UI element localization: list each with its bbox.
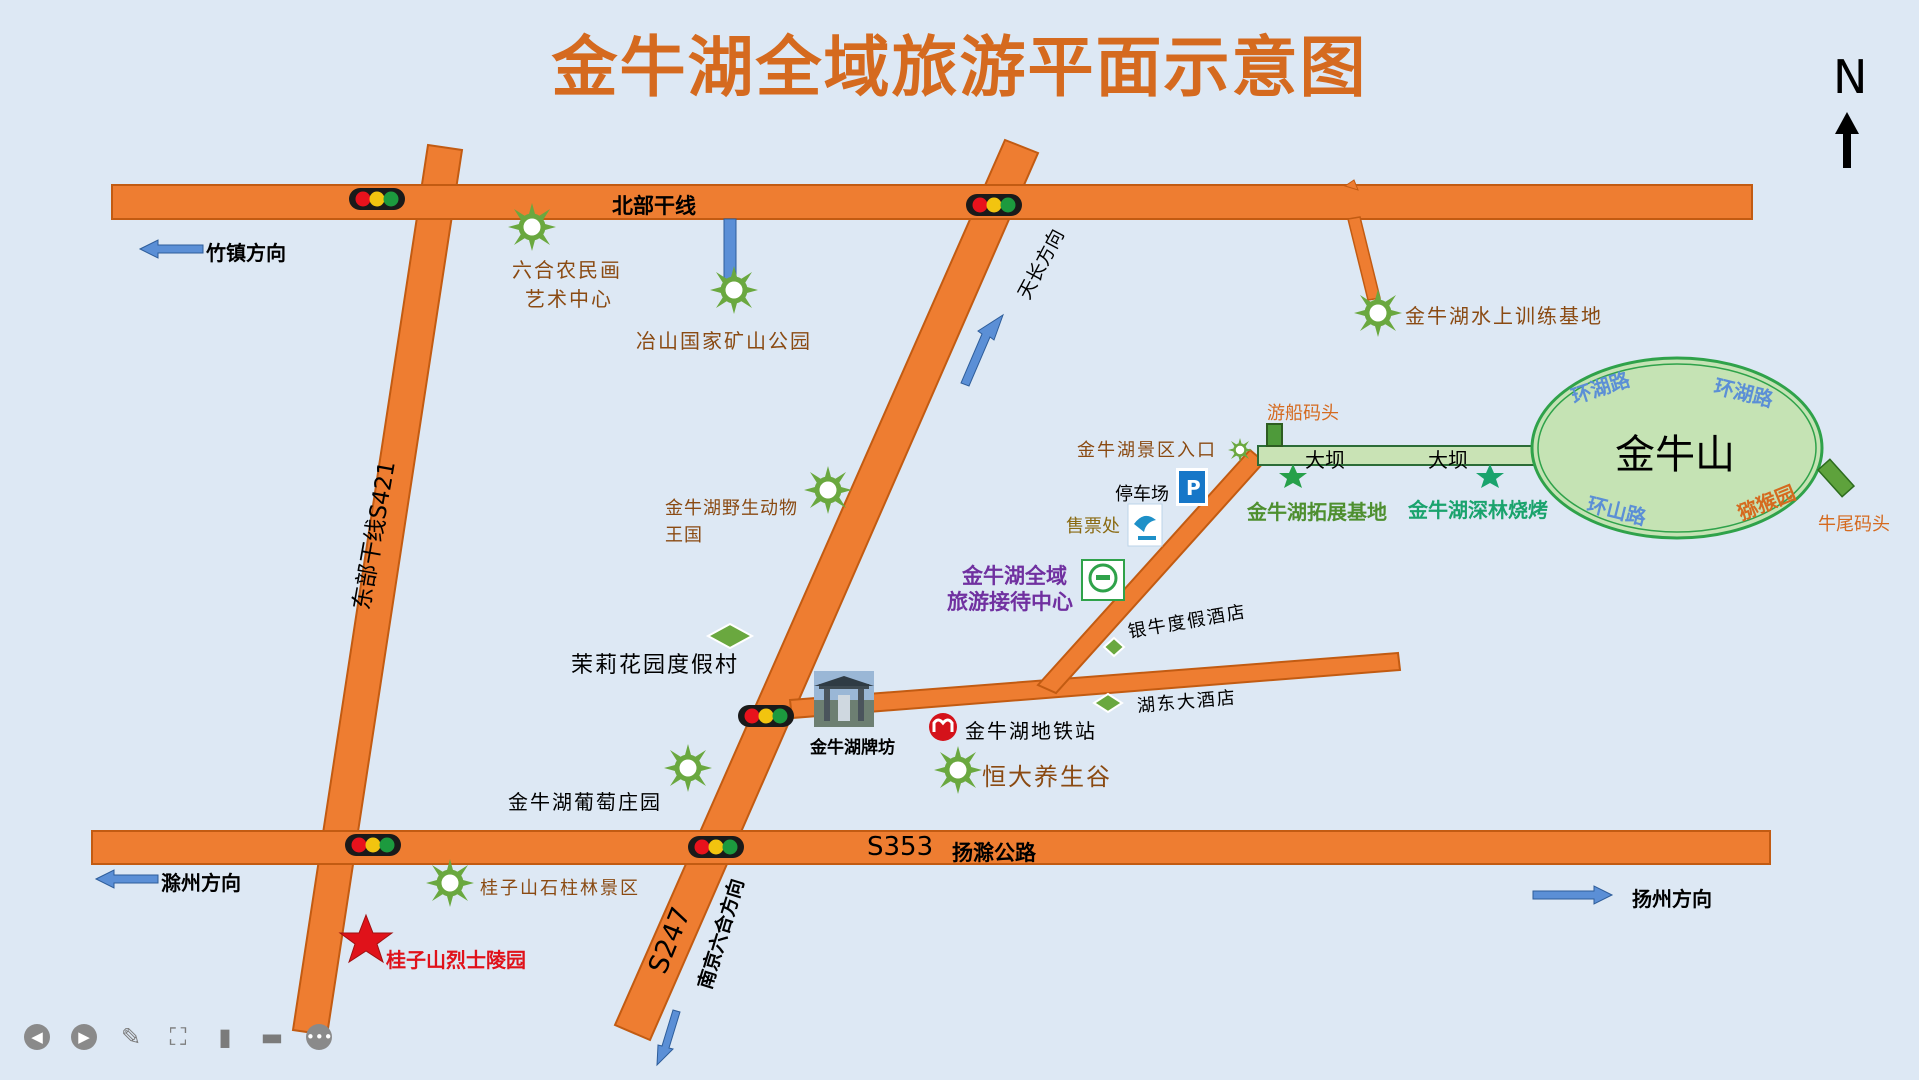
road-label-north-trunk: 北部干线 xyxy=(612,194,696,218)
previous-icon[interactable]: ◀ xyxy=(24,1024,50,1050)
label-reception-2: 旅游接待中心 xyxy=(947,590,1073,614)
label-jasmine-resort: 茉莉花园度假村 xyxy=(571,653,740,678)
diamond-icon xyxy=(1102,636,1126,658)
presentation-toolbar: ◀ ▶ ✎ ⛶ ▮ ▬ ••• xyxy=(24,1023,333,1051)
road-label-yangchu: 扬滁公路 xyxy=(952,841,1036,865)
label-farmer-painting-1: 六合农民画 xyxy=(512,258,622,282)
dam xyxy=(1257,423,1535,466)
label-parking: 停车场 xyxy=(1115,484,1169,505)
pen-icon[interactable]: ✎ xyxy=(120,1023,142,1051)
label-wildlife-2: 王国 xyxy=(665,525,703,546)
zoom-icon[interactable]: ⛶ xyxy=(169,1023,187,1051)
scenic-spot-icon xyxy=(934,746,982,794)
scenic-spot-icon xyxy=(710,266,758,314)
label-wildlife-1: 金牛湖野生动物 xyxy=(665,498,798,519)
label-reception-1: 金牛湖全域 xyxy=(962,564,1067,588)
subtitle-icon[interactable]: ▬ xyxy=(260,1023,284,1051)
label-ticket-office: 售票处 xyxy=(1066,516,1120,537)
diamond-icon xyxy=(1092,692,1124,714)
martyrs-star-icon xyxy=(338,913,394,964)
traffic-light-icon xyxy=(688,836,744,858)
archway-icon xyxy=(814,671,874,727)
label-guizishan-stone: 桂子山石柱林景区 xyxy=(480,878,640,899)
boat-dock-marker xyxy=(1266,423,1283,447)
arrow-chuzhou xyxy=(94,869,159,889)
label-expansion-base: 金牛湖拓展基地 xyxy=(1247,500,1387,524)
label-yeshan-park: 冶山国家矿山公园 xyxy=(636,329,812,353)
road-jinniu-avenue xyxy=(788,651,1402,720)
star-icon xyxy=(1476,464,1504,488)
scenic-spot-icon xyxy=(664,744,712,792)
label-martyrs-cemetery: 桂子山烈士陵园 xyxy=(386,948,526,972)
north-arrow-icon xyxy=(1835,112,1859,168)
label-dam-1: 大坝 xyxy=(1305,448,1345,472)
label-niuwei-dock: 牛尾码头 xyxy=(1818,514,1890,535)
next-icon[interactable]: ▶ xyxy=(71,1024,97,1050)
direction-yangzhou: 扬州方向 xyxy=(1632,887,1712,911)
label-jinniu-mountain: 金牛山 xyxy=(1615,432,1735,478)
parking-icon: P xyxy=(1176,468,1208,506)
label-boat-dock: 游船码头 xyxy=(1267,403,1339,424)
label-water-training: 金牛湖水上训练基地 xyxy=(1405,304,1603,328)
camera-icon[interactable]: ▮ xyxy=(218,1023,232,1051)
label-farmer-painting-2: 艺术中心 xyxy=(525,287,613,311)
jinniu-mountain-area xyxy=(1530,356,1824,540)
label-archway: 金牛湖牌坊 xyxy=(810,738,895,758)
direction-arrows xyxy=(94,239,1614,1067)
road-s247 xyxy=(613,138,1040,1042)
scenic-spot-icon xyxy=(426,859,474,907)
label-evergrande: 恒大养生谷 xyxy=(982,763,1112,791)
north-label: N xyxy=(1833,50,1868,104)
diamond-icon xyxy=(705,622,755,650)
direction-chuzhou: 滁州方向 xyxy=(161,871,241,895)
traffic-light-icon xyxy=(349,188,405,210)
road-water-base xyxy=(1347,216,1381,301)
map-title: 金牛湖全域旅游平面示意图 xyxy=(551,29,1368,106)
reception-center-icon xyxy=(1081,559,1125,601)
ticket-office-icon xyxy=(1127,503,1163,547)
roads xyxy=(91,138,1771,1042)
arrow-tianchang xyxy=(960,313,1004,387)
scenic-spot-icon xyxy=(508,203,556,251)
star-icon xyxy=(1279,464,1307,488)
label-forest-bbq: 金牛湖深林烧烤 xyxy=(1408,498,1548,522)
road-label-s353: S353 xyxy=(867,832,934,862)
metro-icon xyxy=(929,713,957,741)
label-dam-2: 大坝 xyxy=(1428,448,1468,472)
scenic-spot-icon xyxy=(1226,436,1254,464)
traffic-light-icon xyxy=(345,834,401,856)
traffic-light-icon xyxy=(738,705,794,727)
label-scenic-entrance: 金牛湖景区入口 xyxy=(1077,440,1217,461)
direction-zhuzhen: 竹镇方向 xyxy=(206,241,286,265)
svg-text:P: P xyxy=(1186,476,1201,500)
arrow-nanjing xyxy=(656,1009,681,1067)
scenic-spot-icon xyxy=(804,466,852,514)
arrow-yangzhou xyxy=(1532,885,1614,905)
label-metro-station: 金牛湖地铁站 xyxy=(965,719,1097,743)
more-icon[interactable]: ••• xyxy=(306,1024,333,1050)
traffic-light-icon xyxy=(966,194,1022,216)
niuwei-dock-marker xyxy=(1816,458,1856,498)
label-vineyard: 金牛湖葡萄庄园 xyxy=(508,790,662,814)
arrow-zhuzhen xyxy=(138,239,204,259)
scenic-spot-icon xyxy=(1354,289,1402,337)
